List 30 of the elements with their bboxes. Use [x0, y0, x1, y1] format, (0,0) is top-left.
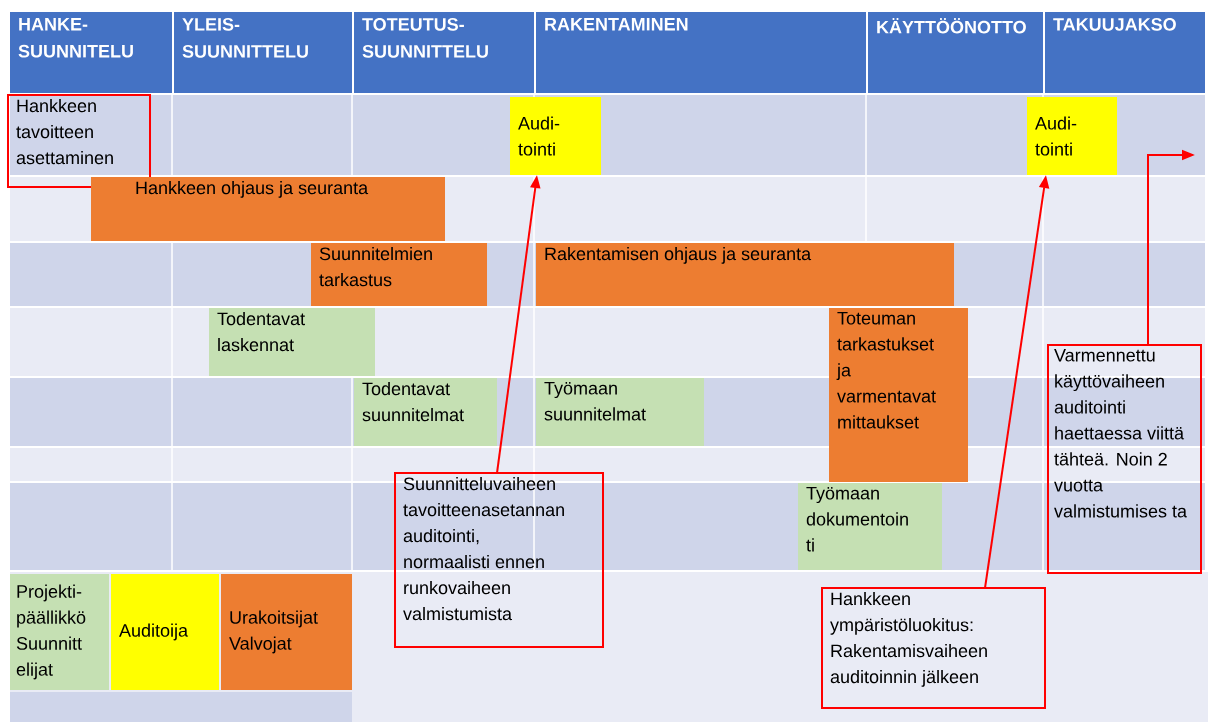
callout-box: Hankkeen ympäristöluokitus: Rakentamisvaiheen auditoinnin jälkeen — [821, 587, 1046, 709]
phase-header: HANKE- SUUNNITELU — [10, 12, 172, 93]
task-bar: Rakentamisen ohjaus ja seuranta — [536, 243, 954, 306]
phase-header: YLEIS- SUUNNITTELU — [174, 12, 352, 93]
task-bar: Työmaan suunnitelmat — [536, 378, 704, 446]
node-label: TOTEUTUS- SUUNNITTELU — [362, 17, 488, 58]
node-label: KÄYTTÖÖNOTTO — [877, 18, 1026, 34]
audit-box: Audi- tointi — [1027, 97, 1117, 175]
callout-box: Varmennettu käyttövaiheen auditointi haettaessa viittä tähteä. Noin 2 vuotta valmistumises ta — [1047, 344, 1202, 574]
phase-header: TOTEUTUS- SUUNNITTELU — [354, 12, 534, 93]
task-bar: Työmaan dokumentoin ti — [798, 483, 942, 570]
node-label: YLEIS- SUUNNITTELU — [182, 17, 308, 58]
role-box: Auditoija — [111, 574, 219, 690]
role-box: Projekti- päällikkö Suunnitt elijat — [10, 574, 109, 690]
node-label: RAKENTAMINEN — [545, 17, 688, 31]
audit-box: Audi- tointi — [510, 97, 601, 175]
phase-header: TAKUUJAKSO — [1045, 12, 1205, 93]
task-bar: Hankkeen ohjaus ja seuranta — [91, 177, 445, 241]
phase-header: RAKENTAMINEN — [536, 12, 866, 93]
task-bar: Todentavat suunnitelmat — [354, 378, 497, 446]
node-label: TAKUUJAKSO — [1053, 17, 1176, 31]
phase-header: KÄYTTÖÖNOTTO — [868, 12, 1043, 93]
node-label: Toteuman tarkastukset ja varmentavat mittaukset — [836, 311, 936, 429]
callout-box: Suunnitteluvaiheen tavoitteenasetannan auditointi, normaalisti ennen runkovaiheen valmistumista — [394, 472, 604, 648]
node-label: Suunnitelmien tarkastus — [319, 246, 432, 287]
node-label: HANKE- SUUNNITELU — [18, 17, 133, 58]
task-bar: Todentavat laskennat — [209, 308, 375, 376]
task-bar: Suunnitelmien tarkastus — [311, 243, 487, 306]
task-bar: Toteuman tarkastukset ja varmentavat mittaukset — [829, 308, 968, 482]
role-box: Urakoitsijat Valvojat — [221, 574, 352, 690]
